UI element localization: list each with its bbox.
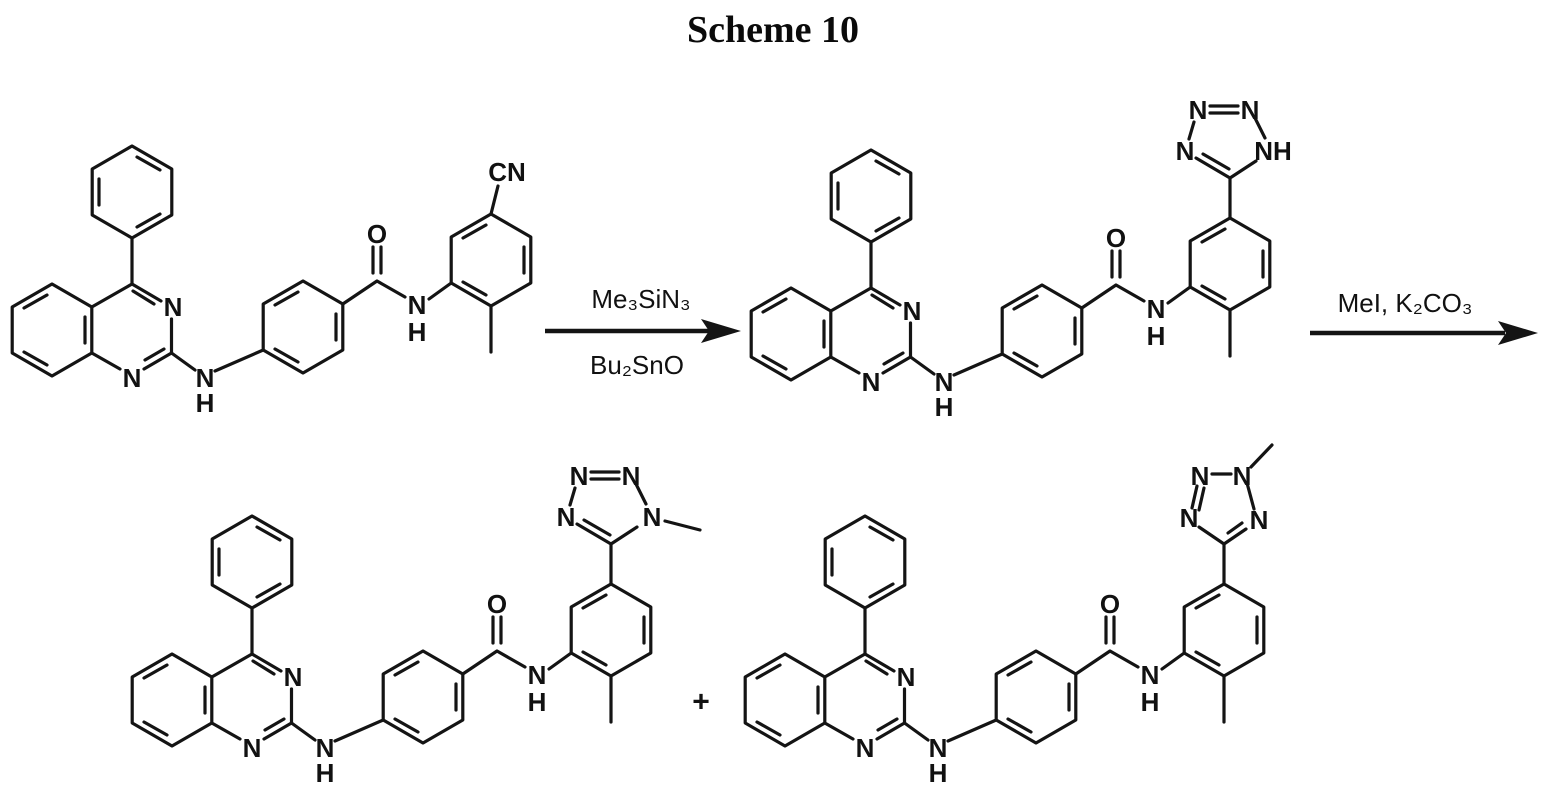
atom-label-tet-n2-methylated: N [1233,461,1252,491]
atom-label-tet-n1: N [643,502,662,532]
atom-label-tet-n5: N [1191,461,1210,491]
reagent-step1-line2: Bu₂SnO [590,350,684,380]
tetrazole-instance [555,459,648,586]
scheme-title: Scheme 10 [687,9,859,51]
plus-sign: + [692,686,710,719]
arrow-head-icon [701,319,741,343]
reaction-arrow-step1: Me₃SiN₃ Bu₂SnO [545,284,741,380]
molecule-tetrazole-nh: NH [749,93,1292,424]
molecule-tetrazole-2-methyl: N N N N [743,443,1274,790]
reagent-step1-line1: Me₃SiN₃ [591,284,690,314]
scaffold-instance [130,514,653,790]
bond-n1-methyl [663,519,702,532]
scaffold-instance [749,148,1272,424]
bond-nitrile [489,184,500,216]
reagent-step2: MeI, K₂CO₃ [1338,288,1473,318]
atom-label-tet-nh: NH [1254,136,1292,166]
molecule-nitrile-start: CN [10,144,533,420]
molecule-tetrazole-1-methyl: N [130,459,702,790]
atom-label-tet-n3: N [1250,505,1269,535]
arrow-head-icon [1498,321,1538,345]
tetrazole-instance [1174,93,1267,220]
scaffold-instance [10,144,533,420]
reaction-arrow-step2: MeI, K₂CO₃ [1310,288,1538,345]
atom-label-nitrile-cn: CN [488,157,526,187]
bond-tetrazole-2me [1190,443,1274,586]
scaffold-instance [743,514,1266,790]
atom-label-tet-n1: N [1180,503,1199,533]
